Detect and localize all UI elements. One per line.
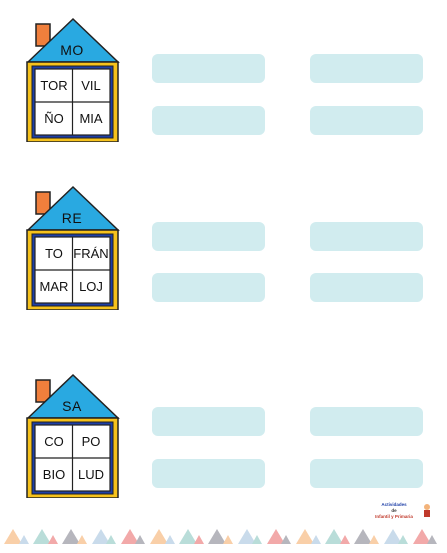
logo-text: de — [391, 508, 397, 513]
border-triangle — [106, 535, 117, 544]
house-sa: SA CO PO BIO LUD — [24, 372, 120, 498]
answer-box[interactable] — [310, 106, 423, 135]
border-triangle — [18, 535, 29, 544]
border-triangle — [223, 535, 233, 544]
border-triangle — [33, 529, 52, 544]
border-triangle — [325, 529, 344, 544]
syllable-cell: CO — [44, 434, 64, 449]
border-triangle — [412, 529, 431, 544]
answer-box[interactable] — [310, 222, 423, 251]
border-triangle — [296, 529, 314, 544]
border-triangle — [150, 529, 168, 544]
border-triangle — [398, 535, 409, 544]
answer-box[interactable] — [152, 54, 265, 83]
answer-box[interactable] — [152, 407, 265, 436]
syllable-cell: VIL — [81, 78, 101, 93]
answer-box[interactable] — [152, 222, 265, 251]
border-triangle — [47, 535, 58, 544]
answer-box[interactable] — [310, 273, 423, 302]
syllable-cell: LOJ — [79, 279, 103, 294]
answer-box[interactable] — [152, 273, 265, 302]
border-triangle — [369, 535, 379, 544]
syllable-cell: LUD — [77, 467, 104, 482]
border-triangle — [427, 535, 438, 544]
answer-box[interactable] — [152, 459, 265, 488]
answer-box[interactable] — [152, 106, 265, 135]
border-triangle — [91, 529, 110, 544]
syllable-cell: TO — [45, 246, 63, 261]
syllable-cell: TOR — [40, 78, 68, 93]
logo-text: Actividades — [381, 502, 407, 507]
roof-syllable: MO — [60, 42, 84, 58]
border-triangle — [135, 535, 146, 544]
roof-syllable: SA — [62, 398, 82, 414]
mascot-icon — [424, 504, 430, 517]
roof-syllable: RE — [61, 210, 83, 226]
answer-box[interactable] — [310, 54, 423, 83]
logo-text: Infantil y Primaria — [375, 514, 413, 519]
border-triangle — [266, 529, 285, 544]
border-triangle — [354, 529, 373, 544]
house-re: RE TO FRÁN MAR LOJ — [24, 184, 120, 310]
border-triangle — [310, 535, 321, 544]
border-triangle — [4, 529, 22, 544]
border-triangle — [77, 535, 87, 544]
house-mo: MO TOR VIL ÑO MIA — [24, 16, 120, 142]
house-re-drawing — [26, 185, 120, 310]
border-triangle — [179, 529, 198, 544]
border-triangle — [339, 535, 350, 544]
house-sa-drawing — [26, 373, 120, 498]
border-triangle — [281, 535, 292, 544]
syllable-cell: FRÁN — [73, 246, 109, 261]
brand-logo: Actividades de Infantil y Primaria — [366, 498, 432, 524]
syllable-cell: ÑO — [44, 111, 64, 126]
border-triangle — [383, 529, 402, 544]
syllable-cell: PO — [81, 434, 101, 449]
border-triangle — [62, 529, 81, 544]
syllable-cell: MIA — [79, 111, 103, 126]
border-triangle — [164, 535, 175, 544]
border-triangle — [208, 529, 227, 544]
syllable-cell: MAR — [39, 279, 69, 294]
border-triangle — [120, 529, 139, 544]
border-triangle — [237, 529, 256, 544]
answer-box[interactable] — [310, 407, 423, 436]
answer-box[interactable] — [310, 459, 423, 488]
border-triangle — [252, 535, 263, 544]
house-mo-drawing — [26, 17, 120, 142]
border-triangle — [193, 535, 204, 544]
syllable-cell: BIO — [42, 467, 66, 482]
